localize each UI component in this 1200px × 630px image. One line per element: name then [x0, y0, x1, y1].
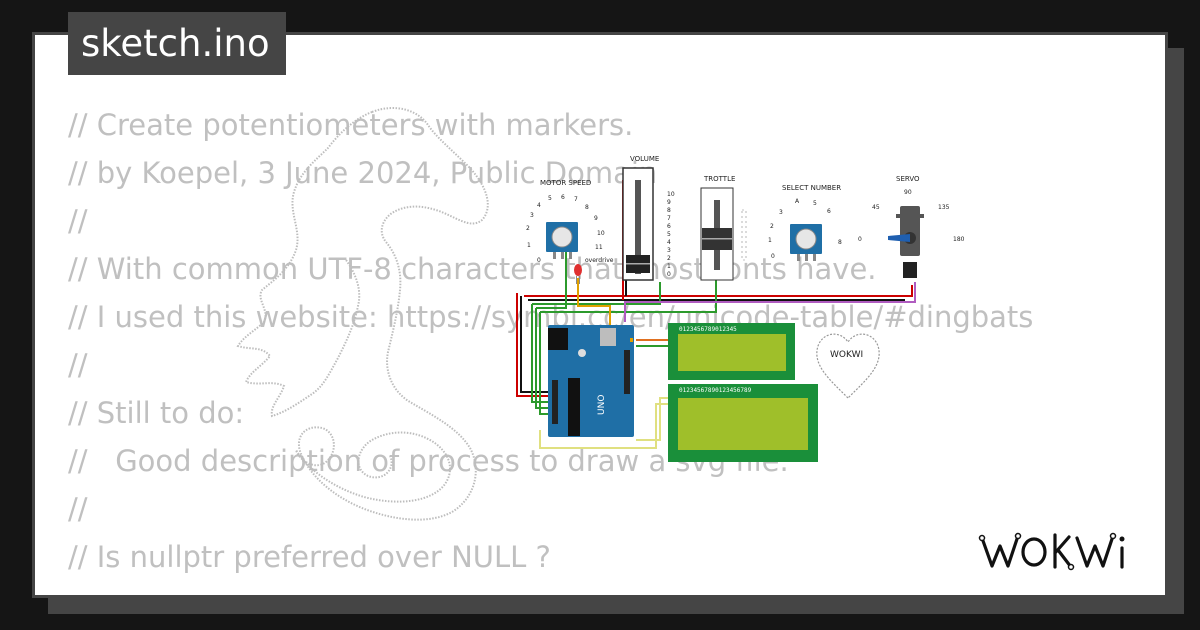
tick-label: 6: [827, 208, 831, 215]
code-editor[interactable]: // Create potentiometers with markers. /…: [68, 101, 1033, 581]
tick-label: 2: [770, 223, 774, 230]
motor-speed-pot[interactable]: MOTOR SPEED 0 1 2 3 4 5 6 7 8 9 10 11 ov…: [526, 179, 614, 264]
code-line: //: [68, 492, 88, 526]
tick-label: A: [795, 198, 800, 205]
tick-label: 2: [667, 255, 671, 262]
tick-label: 5: [813, 200, 817, 207]
tick-label: 3: [667, 247, 671, 254]
code-line: //: [68, 204, 88, 238]
lcd-16x2[interactable]: 0123456789012345: [668, 323, 795, 380]
arduino-uno[interactable]: UNO: [548, 325, 634, 437]
servo[interactable]: SERVO 45 90 135 0 180: [858, 175, 965, 278]
volume-label: VOLUME: [630, 155, 659, 163]
angle-label: 90: [904, 189, 912, 196]
tick-label: 8: [585, 204, 589, 211]
tick-label: 4: [667, 239, 671, 246]
select-number-pot[interactable]: SELECT NUMBER 0 1 2 3 A 5 6 8: [768, 184, 842, 261]
lcd-bottom-digits: 01234567890123456789: [679, 387, 752, 394]
volume-slider[interactable]: VOLUME 10 9 8 7 6 5 4 3 2 1 0: [622, 155, 675, 281]
tick-label: 6: [667, 223, 671, 230]
angle-label: 135: [938, 204, 950, 211]
tick-label: 1: [768, 237, 772, 244]
heart-text: WOKWI: [830, 350, 863, 360]
file-tab[interactable]: sketch.ino: [68, 12, 286, 75]
throttle-slider[interactable]: TROTTLE: [700, 175, 747, 281]
tick-label: 5: [548, 195, 552, 202]
code-line: // Create potentiometers with markers.: [68, 108, 634, 142]
throttle-label: TROTTLE: [703, 175, 735, 183]
red-led[interactable]: [574, 264, 582, 284]
wokwi-logo: [978, 528, 1150, 580]
tick-label: 8: [838, 239, 842, 246]
tick-label: 0: [771, 253, 775, 260]
wokwi-logo-mark: [978, 532, 1125, 571]
tick-label: 5: [667, 231, 671, 238]
tick-label: 9: [594, 215, 598, 222]
tick-label: 1: [527, 242, 531, 249]
tick-label: 2: [526, 225, 530, 232]
code-line: // With common UTF-8 characters that mos…: [68, 252, 877, 286]
select-number-label: SELECT NUMBER: [782, 184, 841, 192]
file-tab-label: sketch.ino: [81, 22, 270, 65]
motor-speed-label: MOTOR SPEED: [540, 179, 591, 187]
tick-label: 8: [667, 207, 671, 214]
tick-label: 6: [561, 194, 565, 201]
angle-label: 45: [872, 204, 880, 211]
tick-label: 7: [574, 196, 578, 203]
tick-label: 3: [779, 209, 783, 216]
overdrive-label: overdrive: [585, 257, 614, 264]
code-line: //: [68, 348, 88, 382]
arduino-uno-label: UNO: [597, 395, 607, 415]
seahorse-drawing: [236, 107, 489, 521]
angle-label: 0: [858, 236, 862, 243]
code-line: // Is nullptr preferred over NULL ?: [68, 540, 551, 574]
tick-label: 1: [667, 263, 671, 270]
preview-card: [32, 32, 1168, 598]
tick-label: 0: [537, 257, 541, 264]
lcd-top-digits: 0123456789012345: [679, 326, 737, 333]
lcd-20x4[interactable]: 01234567890123456789: [668, 384, 818, 462]
code-line: // by Koepel, 3 June 2024, Public Domain: [68, 156, 658, 190]
heart-wokwi: WOKWI: [816, 333, 880, 399]
tick-label: 10: [597, 230, 605, 237]
tick-label: 10: [667, 191, 675, 198]
tick-label: 4: [537, 202, 541, 209]
tick-label: 9: [667, 199, 671, 206]
tick-label: 11: [595, 244, 603, 251]
angle-label: 180: [953, 236, 965, 243]
tick-label: 3: [530, 212, 534, 219]
servo-label: SERVO: [896, 175, 920, 183]
tick-label: 7: [667, 215, 671, 222]
code-line: // Still to do:: [68, 396, 245, 430]
tick-label: 0: [667, 271, 671, 278]
